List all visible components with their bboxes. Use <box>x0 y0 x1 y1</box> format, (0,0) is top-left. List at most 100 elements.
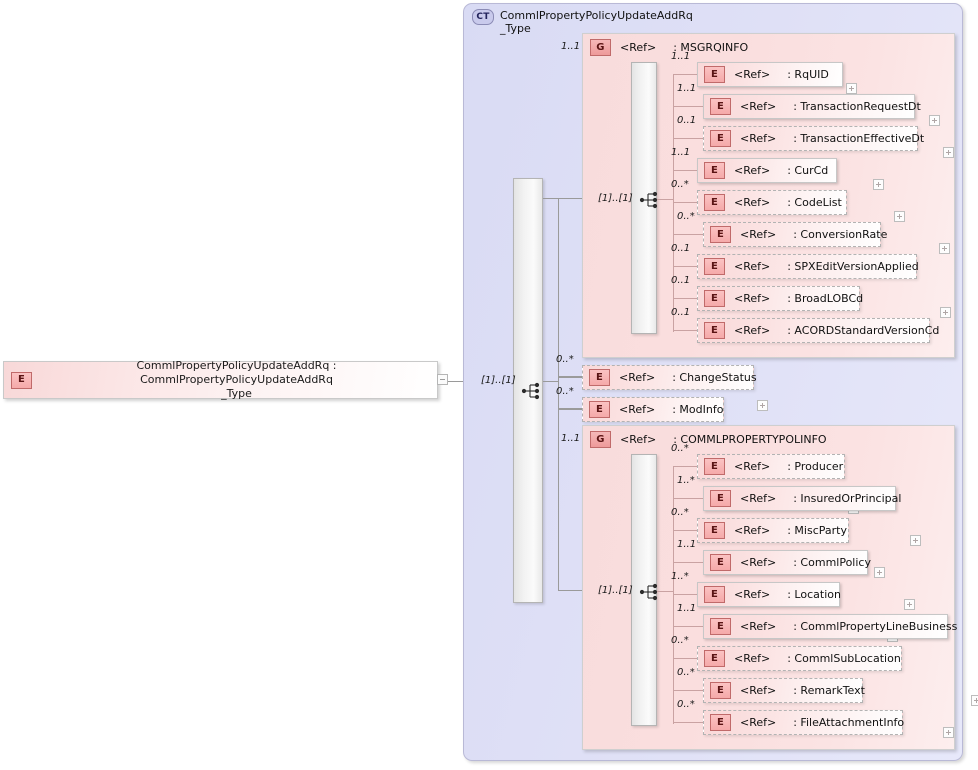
group1-occurrence-1: 1..1 <box>677 83 697 94</box>
plus-expander-icon[interactable] <box>874 567 885 578</box>
element-ref-label: <Ref> <box>740 100 777 113</box>
group2-occurrence-0: 0..* <box>671 443 689 454</box>
plus-expander-icon[interactable] <box>929 115 940 126</box>
element-name-label: : FileAttachmentInfo <box>793 716 905 729</box>
group1-connector-5 <box>673 234 703 235</box>
element-name-label: : SPXEditVersionApplied <box>787 260 919 273</box>
element-name-label: : BroadLOBCd <box>787 292 864 305</box>
group1-element-node[interactable]: E<Ref>: TransactionEffectiveDt <box>703 126 924 151</box>
group1-connector-4 <box>673 202 697 203</box>
element-name-label: : ModInfo <box>672 403 724 416</box>
group2-occurrence-7: 0..* <box>677 667 695 678</box>
element-name-label: : ChangeStatus <box>672 371 757 384</box>
plus-expander-icon[interactable] <box>894 211 905 222</box>
group2-element-node[interactable]: E<Ref>: Location <box>697 582 841 607</box>
group1-occurrence-3: 1..1 <box>671 147 691 158</box>
plus-expander-icon[interactable] <box>939 243 950 254</box>
group-ref-label: <Ref> <box>620 41 657 54</box>
standalone-element-node[interactable]: E<Ref>: ChangeStatus <box>582 365 757 390</box>
element-name-label: : TransactionRequestDt <box>793 100 921 113</box>
group2-element-node[interactable]: E <Ref> : CommlPolicy <box>703 550 871 575</box>
group2-inner-occurrence: [1]..[1] <box>598 585 633 596</box>
group1-element-node[interactable]: E<Ref>: SPXEditVersionApplied <box>697 254 919 279</box>
root-connector-line <box>448 381 474 382</box>
group2-element-node[interactable]: E<Ref>: CommlSubLocation <box>697 646 902 671</box>
group2-branch-trunk <box>673 467 674 724</box>
group1-occurrence-6: 0..1 <box>671 243 691 254</box>
minus-expander-icon[interactable] <box>437 374 448 385</box>
plus-expander-icon[interactable] <box>757 400 768 411</box>
element-badge-icon: E <box>704 322 725 339</box>
element-badge-icon: E <box>710 554 731 571</box>
element-ref-label: <Ref> <box>740 556 777 569</box>
element-ref-label: <Ref> <box>734 524 771 537</box>
element-ref-label: <Ref> <box>734 164 771 177</box>
element-badge-icon: E <box>704 194 725 211</box>
element-badge-icon: E <box>710 714 731 731</box>
group1-connector-2 <box>673 138 703 139</box>
element-badge-icon: E <box>704 586 725 603</box>
element-badge-icon: E <box>710 226 731 243</box>
standalone-connector-0 <box>558 377 582 378</box>
group1-element-node[interactable]: E<Ref>: RqUID <box>697 62 843 87</box>
group-header-commlpropertypolinfo: G <Ref> : COMMLPROPERTYPOLINFO <box>590 431 827 448</box>
element-name-label: : Location <box>787 588 841 601</box>
group1-element-node[interactable]: E<Ref>: ConversionRate <box>703 222 887 247</box>
plus-expander-icon[interactable] <box>846 83 857 94</box>
group1-occurrence-0: 1..1 <box>671 51 691 62</box>
group2-element-node[interactable]: E <Ref> : FileAttachmentInfo <box>703 710 905 735</box>
group1-element-node[interactable]: E<Ref>: CurCd <box>697 158 837 183</box>
group1-connector-0 <box>673 74 697 75</box>
group-ref-label: <Ref> <box>620 433 657 446</box>
group2-connector-1 <box>673 498 703 499</box>
element-ref-label: <Ref> <box>734 292 771 305</box>
plus-expander-icon[interactable] <box>873 179 884 190</box>
element-name-label: : RqUID <box>787 68 829 81</box>
complextype-header: CT CommlPropertyPolicyUpdateAddRq _Type <box>472 9 693 35</box>
plus-expander-icon[interactable] <box>904 599 915 610</box>
plus-expander-icon[interactable] <box>910 535 921 546</box>
element-ref-label: <Ref> <box>734 460 771 473</box>
element-badge-icon: E <box>704 162 725 179</box>
group2-element-node[interactable]: E<Ref>: InsuredOrPrincipal <box>703 486 901 511</box>
group1-sequence-bar[interactable] <box>631 62 657 334</box>
group2-sequence-bar[interactable] <box>631 454 657 726</box>
group2-bar-stub <box>657 591 673 592</box>
element-ref-label: <Ref> <box>740 716 777 729</box>
outer-branch-to-modinfo <box>558 408 582 409</box>
standalone-element-node[interactable]: E<Ref>: ModInfo <box>582 397 724 422</box>
outer-branch-to-group2 <box>558 590 583 591</box>
element-name-label: : CommlPolicy <box>793 556 871 569</box>
element-badge-icon: E <box>704 650 725 667</box>
plus-expander-icon[interactable] <box>943 147 954 158</box>
group1-occurrence-5: 0..* <box>677 211 695 222</box>
group2-element-node[interactable]: E<Ref>: RemarkText <box>703 678 865 703</box>
group1-element-node[interactable]: E<Ref>: TransactionRequestDt <box>703 94 921 119</box>
group1-element-node[interactable]: E<Ref>: CodeList <box>697 190 847 215</box>
complextype-title: CommlPropertyPolicyUpdateAddRq _Type <box>500 9 693 35</box>
group2-element-node[interactable]: E<Ref>: MiscParty <box>697 518 849 543</box>
root-element-node[interactable]: E CommlPropertyPolicyUpdateAddRq : Comml… <box>3 359 438 400</box>
group1-occurrence-7: 0..1 <box>671 275 691 286</box>
element-ref-label: <Ref> <box>734 68 771 81</box>
group2-element-node[interactable]: E<Ref>: Producer <box>697 454 845 479</box>
plus-expander-icon[interactable] <box>943 727 954 738</box>
group1-connector-3 <box>673 170 697 171</box>
standalone-occurrence-1: 0..* <box>556 386 574 397</box>
element-name-label: : CodeList <box>787 196 842 209</box>
plus-expander-icon[interactable] <box>940 307 951 318</box>
group1-element-node[interactable]: E<Ref>: BroadLOBCd <box>697 286 864 311</box>
outer-branch-to-group1 <box>543 198 583 199</box>
group-occurrence-msgrqinfo: 1..1 <box>561 41 581 52</box>
element-name-label: : CommlSubLocation <box>787 652 901 665</box>
element-name-label: : RemarkText <box>793 684 865 697</box>
group2-element-node[interactable]: E<Ref>: CommlPropertyLineBusiness <box>703 614 957 639</box>
element-badge-icon: E <box>704 458 725 475</box>
element-badge-icon: E <box>710 130 731 147</box>
group1-element-node[interactable]: E<Ref>: ACORDStandardVersionCd <box>697 318 939 343</box>
element-ref-label: <Ref> <box>740 684 777 697</box>
outer-bar-stub <box>543 381 559 382</box>
group1-occurrence-4: 0..* <box>671 179 689 190</box>
complextype-badge-icon: CT <box>472 9 494 25</box>
plus-expander-icon[interactable] <box>971 695 978 706</box>
